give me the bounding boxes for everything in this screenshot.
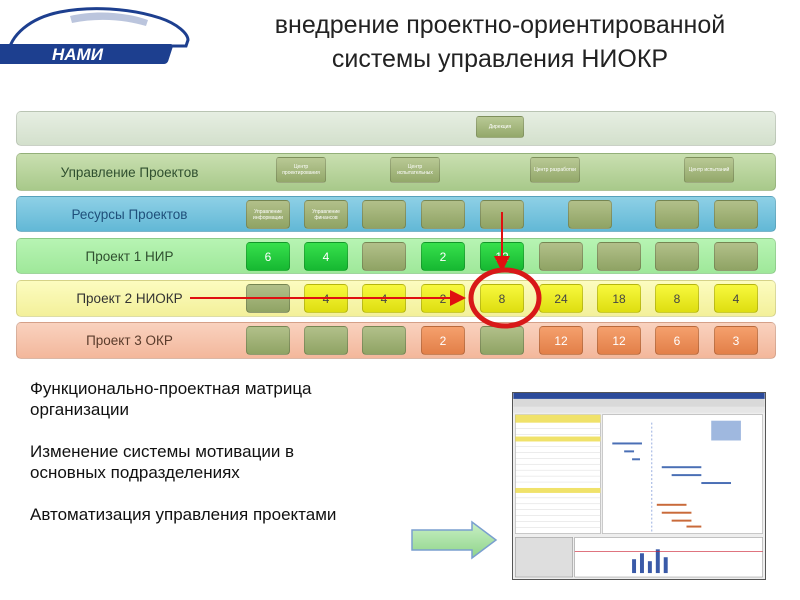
text-matrix-line2: организации: [30, 400, 129, 419]
project2-cell: 2: [421, 284, 465, 313]
directorate-band: [16, 111, 776, 146]
title-line-1: внедрение проектно-ориентированной: [200, 8, 800, 42]
project2-cell: 8: [655, 284, 699, 313]
project3-cell: [246, 326, 290, 355]
resource-cell: [480, 200, 524, 229]
resource-cell: [421, 200, 465, 229]
project3-cell: 6: [655, 326, 699, 355]
text-matrix-line1: Функционально-проектная матрица: [30, 379, 312, 398]
project1-cell: 2: [421, 242, 465, 271]
project-software-screenshot: [512, 392, 766, 580]
project3-cell: 3: [714, 326, 758, 355]
project3-cell: 2: [421, 326, 465, 355]
project1-cell: 6: [246, 242, 290, 271]
directorate-box: Дирекция: [476, 116, 524, 138]
band-label-project-1: Проект 1 НИР: [17, 239, 242, 273]
band-label-project-resources: Ресурсы Проектов: [17, 197, 242, 231]
project1-cell: [655, 242, 699, 271]
title-line-2: системы управления НИОКР: [200, 42, 800, 76]
resource-cell: [655, 200, 699, 229]
project3-cell: 12: [539, 326, 583, 355]
resource-cell: [568, 200, 612, 229]
project1-cell: [362, 242, 406, 271]
project1-cell: [597, 242, 641, 271]
project3-cell: [362, 326, 406, 355]
page-title: внедрение проектно-ориентированной систе…: [200, 8, 800, 76]
center-box-4: Центр испытаний: [684, 157, 734, 183]
bottom-text-block: Функционально-проектная матрица организа…: [30, 378, 470, 546]
project2-cell: [246, 284, 290, 313]
project2-cell: 24: [539, 284, 583, 313]
band-label-project-management: Управление Проектов: [17, 154, 242, 190]
project2-cell: 18: [597, 284, 641, 313]
project3-cell: 12: [597, 326, 641, 355]
project2-cell: 4: [362, 284, 406, 313]
band-label-project-3: Проект 3 ОКР: [17, 323, 242, 358]
project3-cell: [304, 326, 348, 355]
project1-cell: 4: [304, 242, 348, 271]
resource-cell: [714, 200, 758, 229]
nami-logo: НАМИ: [0, 0, 200, 80]
project2-cell: 4: [714, 284, 758, 313]
project1-cell: 12: [480, 242, 524, 271]
logo-text: НАМИ: [52, 45, 104, 64]
resource-cell: Управление финансов: [304, 200, 348, 229]
band-label-project-2: Проект 2 НИОКР: [17, 281, 242, 316]
resource-cell: [362, 200, 406, 229]
project1-cell: [539, 242, 583, 271]
project1-cell: [714, 242, 758, 271]
text-motivation-line1: Изменение системы мотивации в: [30, 442, 294, 461]
text-automation: Автоматизация управления проектами: [30, 505, 336, 524]
text-motivation-line2: основных подразделениях: [30, 463, 240, 482]
project3-cell: [480, 326, 524, 355]
center-box-1: Центр проектирования: [276, 157, 326, 183]
project2-cell: 8: [480, 284, 524, 313]
center-box-3: Центр разработки: [530, 157, 580, 183]
center-box-2: Центр испытательных: [390, 157, 440, 183]
green-arrow-icon: [410, 520, 500, 560]
resource-cell: Управление информации: [246, 200, 290, 229]
project2-cell: 4: [304, 284, 348, 313]
